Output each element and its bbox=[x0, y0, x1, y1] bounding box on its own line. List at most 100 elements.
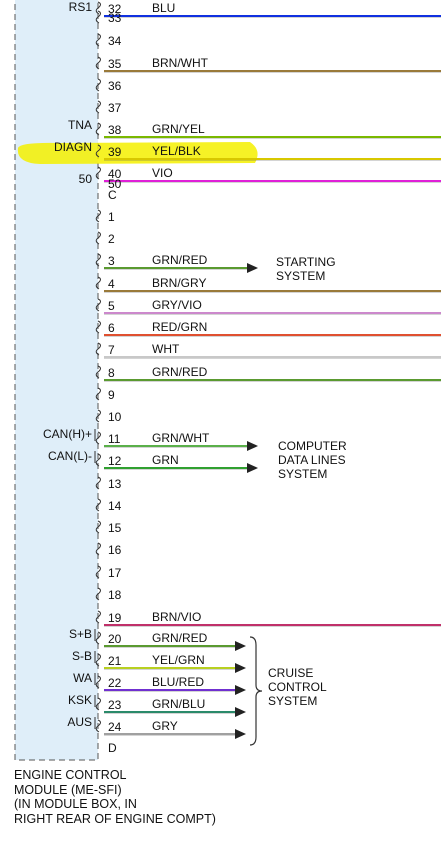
pin-number-32: 32 bbox=[108, 2, 122, 16]
pin-bracket-22 bbox=[95, 675, 101, 689]
pin-number-35: 35 bbox=[108, 57, 122, 71]
pin-number-11: 11 bbox=[108, 432, 121, 446]
pin-number-14: 14 bbox=[108, 499, 122, 513]
cruise-brace bbox=[249, 636, 263, 746]
pin-number-1: 1 bbox=[108, 210, 115, 224]
arrow-20 bbox=[235, 641, 246, 651]
wire-label-4: BRN/GRY bbox=[152, 276, 206, 290]
destination-cruise-control-system-line-2: CONTROL bbox=[268, 680, 327, 694]
arrow-3 bbox=[247, 263, 258, 273]
pin-number-40: 40 bbox=[108, 167, 122, 181]
pin-bracket-21 bbox=[95, 653, 101, 667]
pin-number-d: D bbox=[108, 741, 117, 755]
destination-starting-system-line-1: STARTING bbox=[276, 255, 336, 269]
pin-number-3: 3 bbox=[108, 254, 115, 268]
pin-number-8: 8 bbox=[108, 366, 115, 380]
pin-number-37: 37 bbox=[108, 101, 122, 115]
pin-number-22: 22 bbox=[108, 676, 122, 690]
module-label: ENGINE CONTROL MODULE (ME-SFI) (IN MODUL… bbox=[14, 768, 314, 826]
pin-number-17: 17 bbox=[108, 566, 122, 580]
pin-bracket-8 bbox=[95, 365, 101, 379]
pin-bracket-39 bbox=[95, 144, 101, 158]
pin-bracket-2 bbox=[95, 231, 101, 245]
destination-computer-data-lines-system-line-3: SYSTEM bbox=[278, 467, 327, 481]
signal-label-20: S+B bbox=[69, 627, 92, 641]
arrow-22 bbox=[235, 685, 246, 695]
pin-bracket-33 bbox=[95, 10, 101, 24]
pin-number-23: 23 bbox=[108, 698, 122, 712]
wire-label-6: RED/GRN bbox=[152, 320, 207, 334]
pin-bracket-40 bbox=[95, 166, 101, 180]
arrow-11 bbox=[247, 441, 258, 451]
pin-number-c: C bbox=[108, 188, 117, 202]
wire-label-40: VIO bbox=[152, 166, 173, 180]
signal-label-39: DIAGN bbox=[54, 140, 92, 154]
pin-bracket-36 bbox=[95, 78, 101, 92]
pin-number-34: 34 bbox=[108, 34, 122, 48]
pin-number-4: 4 bbox=[108, 277, 115, 291]
wire-label-21: YEL/GRN bbox=[152, 653, 205, 667]
destination-cruise-control-system-line-3: SYSTEM bbox=[268, 694, 317, 708]
pin-bracket-24 bbox=[95, 719, 101, 733]
pin-bracket-23 bbox=[95, 697, 101, 711]
pin-bracket-11 bbox=[95, 431, 101, 445]
pin-number-20: 20 bbox=[108, 632, 122, 646]
signal-label-21: S-B bbox=[72, 649, 92, 663]
arrow-21 bbox=[235, 663, 246, 673]
wire-label-22: BLU/RED bbox=[152, 675, 204, 689]
signal-label-32: RS1 bbox=[69, 0, 93, 14]
pin-bracket-3 bbox=[95, 253, 101, 267]
pin-bracket-35 bbox=[95, 56, 101, 70]
destination-computer-data-lines-system-line-1: COMPUTER bbox=[278, 439, 347, 453]
pin-number-50: 50 bbox=[108, 177, 122, 191]
pin-bracket-14 bbox=[95, 498, 101, 512]
pin-bracket-34 bbox=[95, 33, 101, 47]
signal-label-50: 50 bbox=[79, 172, 93, 186]
pin-bracket-12 bbox=[95, 453, 101, 467]
pin-number-39: 39 bbox=[108, 145, 122, 159]
wire-label-8: GRN/RED bbox=[152, 365, 208, 379]
pin-bracket-20 bbox=[95, 631, 101, 645]
signal-label-24: AUS bbox=[67, 715, 92, 729]
module-label-line-1: ENGINE CONTROL bbox=[14, 768, 127, 782]
pin-bracket-19 bbox=[95, 610, 101, 624]
pin-number-38: 38 bbox=[108, 123, 122, 137]
destination-cruise-control-system-line-1: CRUISE bbox=[268, 666, 313, 680]
pin-bracket-13 bbox=[95, 476, 101, 490]
pin-number-5: 5 bbox=[108, 299, 115, 313]
arrow-12 bbox=[247, 463, 258, 473]
pin-number-15: 15 bbox=[108, 521, 122, 535]
pin-bracket-16 bbox=[95, 542, 101, 556]
pin-bracket-5 bbox=[95, 298, 101, 312]
pin-bracket-38 bbox=[95, 122, 101, 136]
wire-label-39: YEL/BLK bbox=[152, 144, 201, 158]
pin-number-19: 19 bbox=[108, 611, 122, 625]
signal-label-38: TNA bbox=[68, 118, 92, 132]
wire-label-20: GRN/RED bbox=[152, 631, 208, 645]
pin-number-7: 7 bbox=[108, 343, 115, 357]
pin-bracket-15 bbox=[95, 520, 101, 534]
wire-label-35: BRN/WHT bbox=[152, 56, 209, 70]
pin-number-16: 16 bbox=[108, 543, 122, 557]
pin-number-6: 6 bbox=[108, 321, 115, 335]
pin-bracket-7 bbox=[95, 342, 101, 356]
wire-label-38: GRN/YEL bbox=[152, 122, 205, 136]
wire-label-3: GRN/RED bbox=[152, 253, 208, 267]
pin-bracket-9 bbox=[95, 387, 101, 401]
pin-bracket-6 bbox=[95, 320, 101, 334]
arrow-24 bbox=[235, 729, 246, 739]
wire-label-23: GRN/BLU bbox=[152, 697, 205, 711]
wire-label-32: BLU bbox=[152, 1, 175, 15]
pin-bracket-10 bbox=[95, 409, 101, 423]
signal-label-22: WA bbox=[73, 671, 92, 685]
pin-number-10: 10 bbox=[108, 410, 122, 424]
wire-label-7: WHT bbox=[152, 342, 180, 356]
pin-bracket-32 bbox=[95, 1, 101, 15]
pin-number-9: 9 bbox=[108, 388, 115, 402]
wire-label-19: BRN/VIO bbox=[152, 610, 201, 624]
pin-bracket-37 bbox=[95, 100, 101, 114]
pin-bracket-1 bbox=[95, 209, 101, 223]
pin-number-24: 24 bbox=[108, 720, 122, 734]
pin-bracket-4 bbox=[95, 276, 101, 290]
